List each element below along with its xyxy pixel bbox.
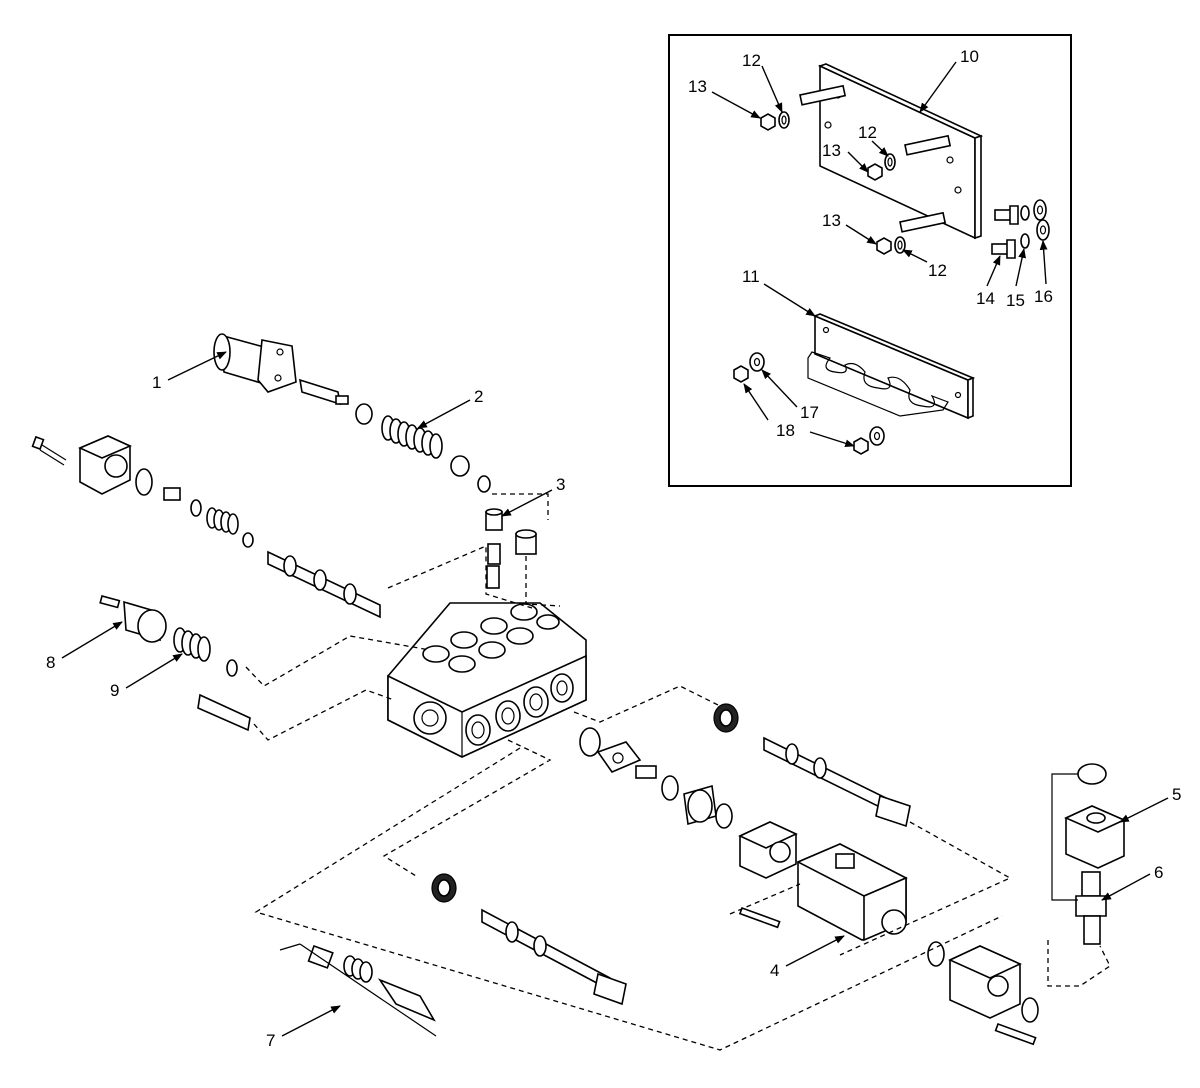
washer-12-b <box>884 153 896 171</box>
nut-18-b <box>853 437 869 455</box>
callout-2: 2 <box>474 387 483 406</box>
leader-lines <box>61 351 1169 1037</box>
callout-7: 7 <box>266 1031 275 1050</box>
flange-plate <box>596 741 642 773</box>
o-ring-f <box>715 803 733 829</box>
bracket-plate-11 <box>807 313 976 420</box>
nut-13-a <box>760 113 776 131</box>
part-6-stem <box>1075 871 1107 945</box>
callout-12-b: 12 <box>858 123 877 142</box>
plug-small <box>163 487 181 501</box>
part-2-spring <box>381 415 443 459</box>
part-1-housing <box>213 333 297 393</box>
spring-b <box>206 507 239 535</box>
o-ring-c <box>226 659 238 677</box>
callout-5: 5 <box>1172 785 1181 804</box>
nut-13-b <box>867 163 883 181</box>
callout-11: 11 <box>742 267 760 286</box>
callout-4: 4 <box>770 961 779 980</box>
gear-seal-b <box>431 873 457 903</box>
check-spring <box>487 543 501 565</box>
check-poppet <box>486 565 500 589</box>
plunger-pin <box>298 378 349 406</box>
spool-lower <box>197 693 251 732</box>
callout-labels: 1 2 3 4 5 6 7 8 9 10 11 12 13 12 13 13 1… <box>46 47 1181 1050</box>
spring-seat <box>355 403 373 425</box>
washer-c <box>242 532 254 548</box>
block-screw <box>994 1022 1037 1046</box>
part-8-cap <box>123 600 167 643</box>
o-ring-e <box>661 775 679 801</box>
callout-9: 9 <box>110 681 119 700</box>
flat-washer-16-b <box>1036 219 1050 241</box>
callout-18: 18 <box>776 421 795 440</box>
end-cap-block <box>78 435 132 495</box>
washer-12-a <box>778 111 790 129</box>
callout-1: 1 <box>152 373 161 392</box>
nut-18-a <box>733 365 749 383</box>
callout-13-b: 13 <box>822 141 841 160</box>
retainer <box>450 455 470 477</box>
sleeve <box>683 784 717 826</box>
bolt-14-b <box>991 239 1016 259</box>
part-7-relief <box>279 943 437 1037</box>
inset-panel <box>668 34 1072 487</box>
callout-6: 6 <box>1154 863 1163 882</box>
callout-10: 10 <box>960 47 979 66</box>
spool-lower-right <box>481 908 627 1006</box>
part-9-spring <box>173 627 211 662</box>
o-ring-g <box>927 941 945 967</box>
valve-body <box>387 602 587 758</box>
spool-main <box>267 550 381 619</box>
callout-3: 3 <box>556 475 565 494</box>
fitting-small <box>635 765 657 779</box>
coil-nut <box>1077 763 1107 785</box>
o-ring-d <box>579 727 601 757</box>
assembly-lines <box>245 493 1111 1051</box>
part-5-coil <box>1064 805 1126 869</box>
o-ring-a <box>477 475 491 493</box>
callout-12-a: 12 <box>742 51 761 70</box>
callout-15: 15 <box>1006 291 1025 310</box>
o-ring-b <box>135 468 153 496</box>
manifold-block <box>948 945 1022 1019</box>
washer-17-b <box>869 426 885 446</box>
spool-upper-right <box>763 736 911 828</box>
part-4-solenoid <box>796 843 908 942</box>
washer-b <box>190 499 202 517</box>
washer-h <box>1021 997 1039 1023</box>
washer-17-a <box>749 352 765 372</box>
callout-8: 8 <box>46 653 55 672</box>
callout-12-c: 12 <box>928 261 947 280</box>
solenoid-screw <box>738 906 781 929</box>
flat-washer-16-a <box>1033 199 1047 221</box>
long-bolt <box>31 435 67 466</box>
callout-14: 14 <box>976 289 995 308</box>
callout-16: 16 <box>1034 287 1053 306</box>
callout-13-c: 13 <box>822 211 841 230</box>
callout-13-a: 13 <box>688 77 707 96</box>
callout-17: 17 <box>800 403 819 422</box>
check-plug <box>515 529 537 555</box>
gear-seal-a <box>713 703 739 733</box>
part-3-check <box>485 508 503 531</box>
lock-washer-15-a <box>1020 205 1030 221</box>
screw-small <box>99 595 121 609</box>
adapter-block <box>738 821 798 879</box>
nut-13-c <box>876 237 892 255</box>
washer-12-c <box>894 236 906 254</box>
lock-washer-15-b <box>1020 233 1030 249</box>
bolt-14-a <box>994 205 1019 225</box>
mounting-plate-10 <box>799 63 984 240</box>
